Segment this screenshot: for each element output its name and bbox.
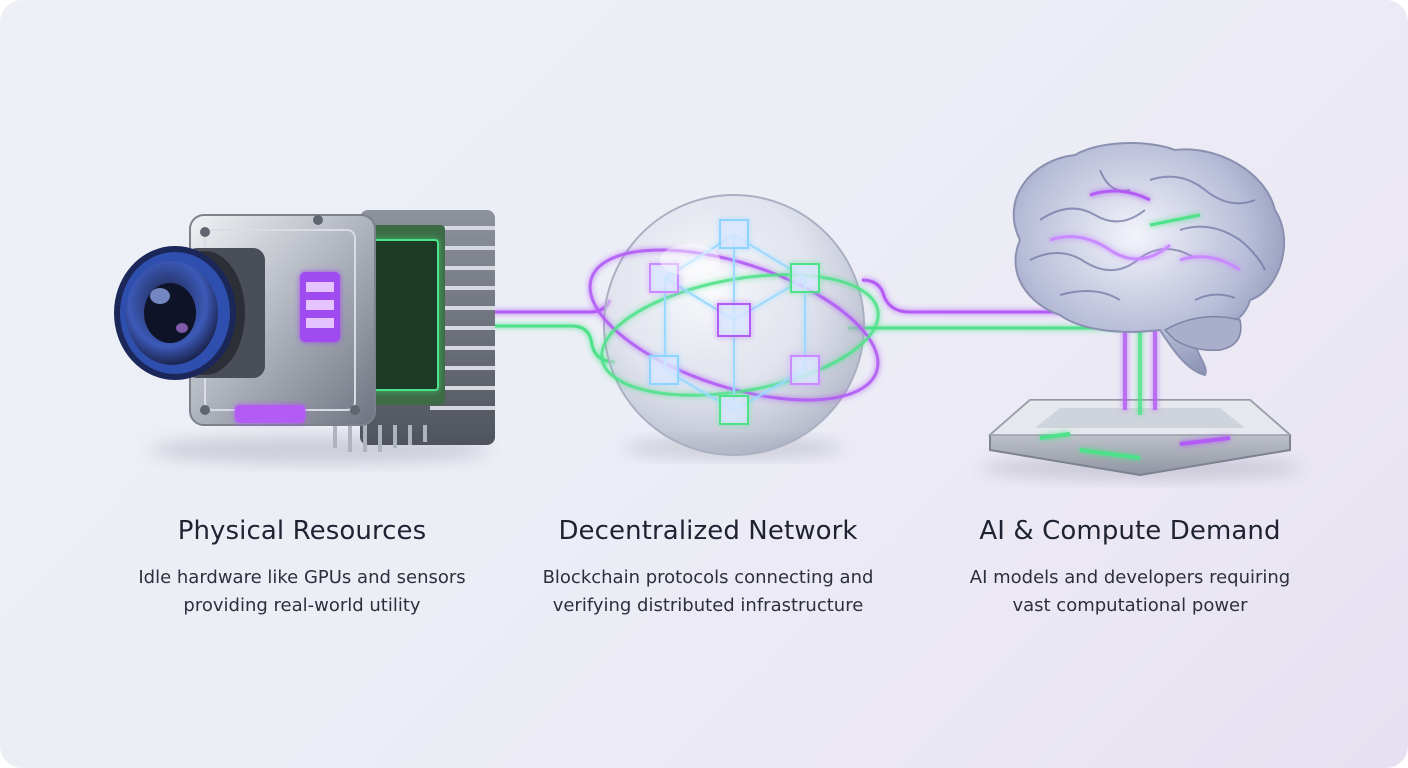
- stage-physical-resources: Physical Resources Idle hardware like GP…: [112, 516, 492, 620]
- stage-title: Physical Resources: [112, 516, 492, 546]
- stage-description: AI models and developers requiring vast …: [940, 564, 1320, 620]
- stage-description: Blockchain protocols connecting and veri…: [518, 564, 898, 620]
- flow-diagram: [0, 0, 1408, 500]
- brain: [1014, 143, 1284, 375]
- stage-ai-compute-demand: AI & Compute Demand AI models and develo…: [940, 516, 1320, 620]
- camera-lens: [117, 248, 265, 378]
- stage-decentralized-network: Decentralized Network Blockchain protoco…: [518, 516, 898, 620]
- stage-title: AI & Compute Demand: [940, 516, 1320, 546]
- network-sphere-icon: [572, 195, 896, 458]
- stage-description: Idle hardware like GPUs and sensors prov…: [112, 564, 492, 620]
- stage-title: Decentralized Network: [518, 516, 898, 546]
- camera-hardware-icon: [117, 210, 495, 464]
